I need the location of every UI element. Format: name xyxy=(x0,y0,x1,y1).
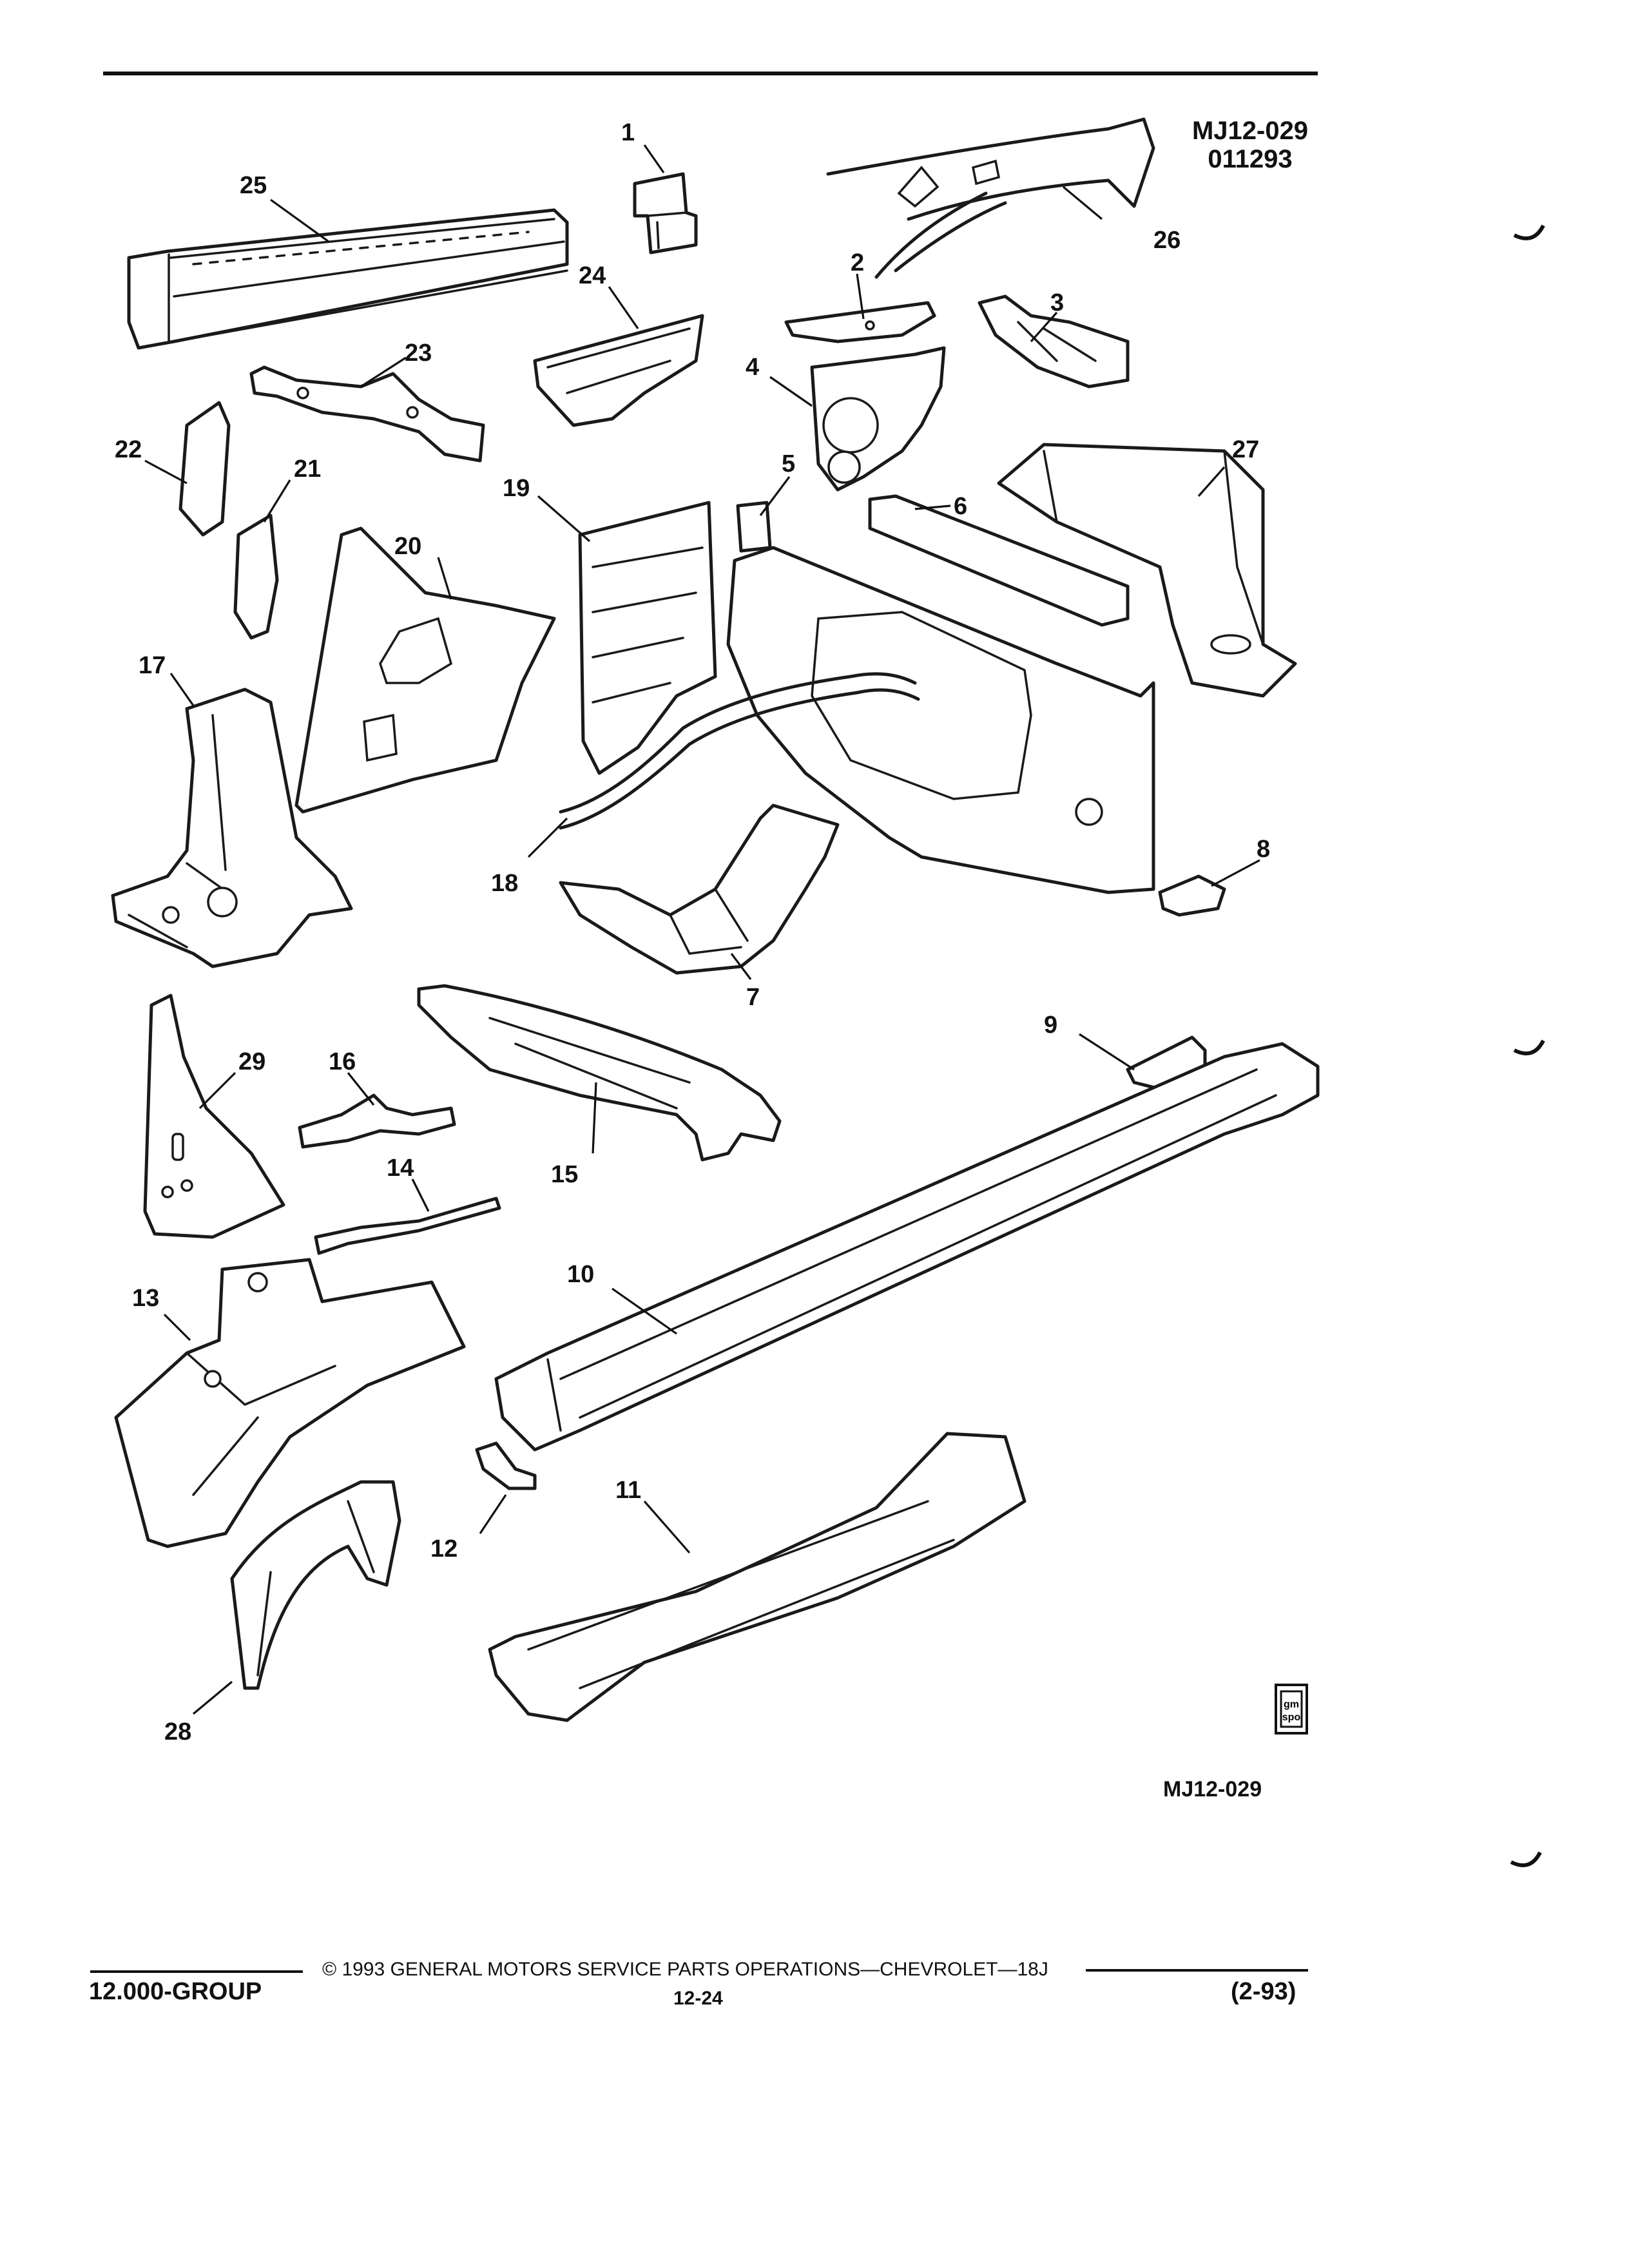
callout-26: 26 xyxy=(1153,227,1181,254)
part-12-bracket xyxy=(475,1441,537,1490)
callout-13: 13 xyxy=(132,1285,159,1312)
scan-mark-1 xyxy=(1513,224,1545,240)
callout-16: 16 xyxy=(329,1048,356,1075)
figure-code: MJ12-029 xyxy=(1191,117,1309,145)
callout-19: 19 xyxy=(503,475,530,502)
callout-3: 3 xyxy=(1050,289,1064,316)
part-27-panel xyxy=(997,443,1297,698)
part-6-strip xyxy=(868,494,1130,627)
part-13-rail xyxy=(114,1258,466,1548)
part-21-bracket xyxy=(233,514,279,640)
callout-numbers: 1 2 3 4 5 6 7 8 9 10 11 12 13 14 15 16 1… xyxy=(115,119,1270,1745)
badge-line-2: spo xyxy=(1282,1712,1301,1723)
callout-24: 24 xyxy=(579,262,606,289)
part-18-strap xyxy=(559,672,920,830)
callout-12: 12 xyxy=(430,1535,458,1562)
part-door-frame xyxy=(726,546,1155,894)
callout-17: 17 xyxy=(139,652,166,679)
part-14-bracket xyxy=(314,1196,501,1255)
revision-date: (2-93) xyxy=(1231,1978,1296,2005)
part-16-bracket xyxy=(298,1093,456,1149)
callout-23: 23 xyxy=(405,340,432,367)
part-20-panel xyxy=(294,526,556,814)
callout-1: 1 xyxy=(621,119,635,146)
callout-20: 20 xyxy=(394,533,421,560)
part-17-pillar xyxy=(111,687,353,968)
callout-6: 6 xyxy=(954,493,967,520)
part-24-panel xyxy=(533,314,704,427)
part-15-rail xyxy=(417,984,782,1162)
callout-22: 22 xyxy=(115,436,142,463)
part-23-bracket xyxy=(249,365,485,463)
callout-28: 28 xyxy=(164,1718,191,1745)
callout-15: 15 xyxy=(551,1161,578,1188)
part-28-wheelhouse xyxy=(230,1480,401,1690)
callout-9: 9 xyxy=(1044,1012,1057,1039)
copyright-line: © 1993 GENERAL MOTORS SERVICE PARTS OPER… xyxy=(322,1959,1048,1980)
badge-line-1: gm xyxy=(1284,1699,1299,1710)
callout-4: 4 xyxy=(746,354,759,381)
callout-29: 29 xyxy=(238,1048,265,1075)
callout-2: 2 xyxy=(851,249,864,276)
page-number: 12-24 xyxy=(673,1988,723,2009)
part-8-bracket xyxy=(1158,874,1226,917)
scan-mark-2 xyxy=(1513,1039,1545,1055)
scan-mark-3 xyxy=(1510,1851,1542,1867)
part-10-rocker xyxy=(494,1042,1320,1452)
part-3-bracket xyxy=(978,294,1130,389)
part-11-floor-rail xyxy=(488,1432,1027,1722)
part-29-bracket xyxy=(143,994,285,1239)
callout-8: 8 xyxy=(1257,836,1270,863)
callout-27: 27 xyxy=(1232,436,1259,463)
part-2-panel xyxy=(784,301,936,343)
callout-11: 11 xyxy=(615,1477,641,1504)
callout-7: 7 xyxy=(746,984,760,1011)
callout-21: 21 xyxy=(294,456,321,483)
part-26-rail xyxy=(826,117,1155,279)
part-22-bracket xyxy=(178,401,231,537)
callout-10: 10 xyxy=(567,1261,594,1288)
callout-14: 14 xyxy=(387,1155,414,1182)
part-25-rail xyxy=(127,208,569,350)
part-4-bracket xyxy=(810,346,946,492)
callout-25: 25 xyxy=(240,172,267,199)
group-label: 12.000-GROUP xyxy=(89,1978,262,2005)
callout-5: 5 xyxy=(782,450,795,477)
figure-label: MJ12-029 xyxy=(1163,1777,1262,1802)
part-19-panel xyxy=(578,501,717,775)
gm-spo-icon: gm spo xyxy=(1275,1684,1308,1735)
part-7-wheelhouse xyxy=(559,803,840,975)
part-1-bracket xyxy=(633,172,698,255)
figure-date: 011293 xyxy=(1208,145,1293,173)
callout-18: 18 xyxy=(491,870,518,897)
leader-lines xyxy=(144,144,1260,1715)
